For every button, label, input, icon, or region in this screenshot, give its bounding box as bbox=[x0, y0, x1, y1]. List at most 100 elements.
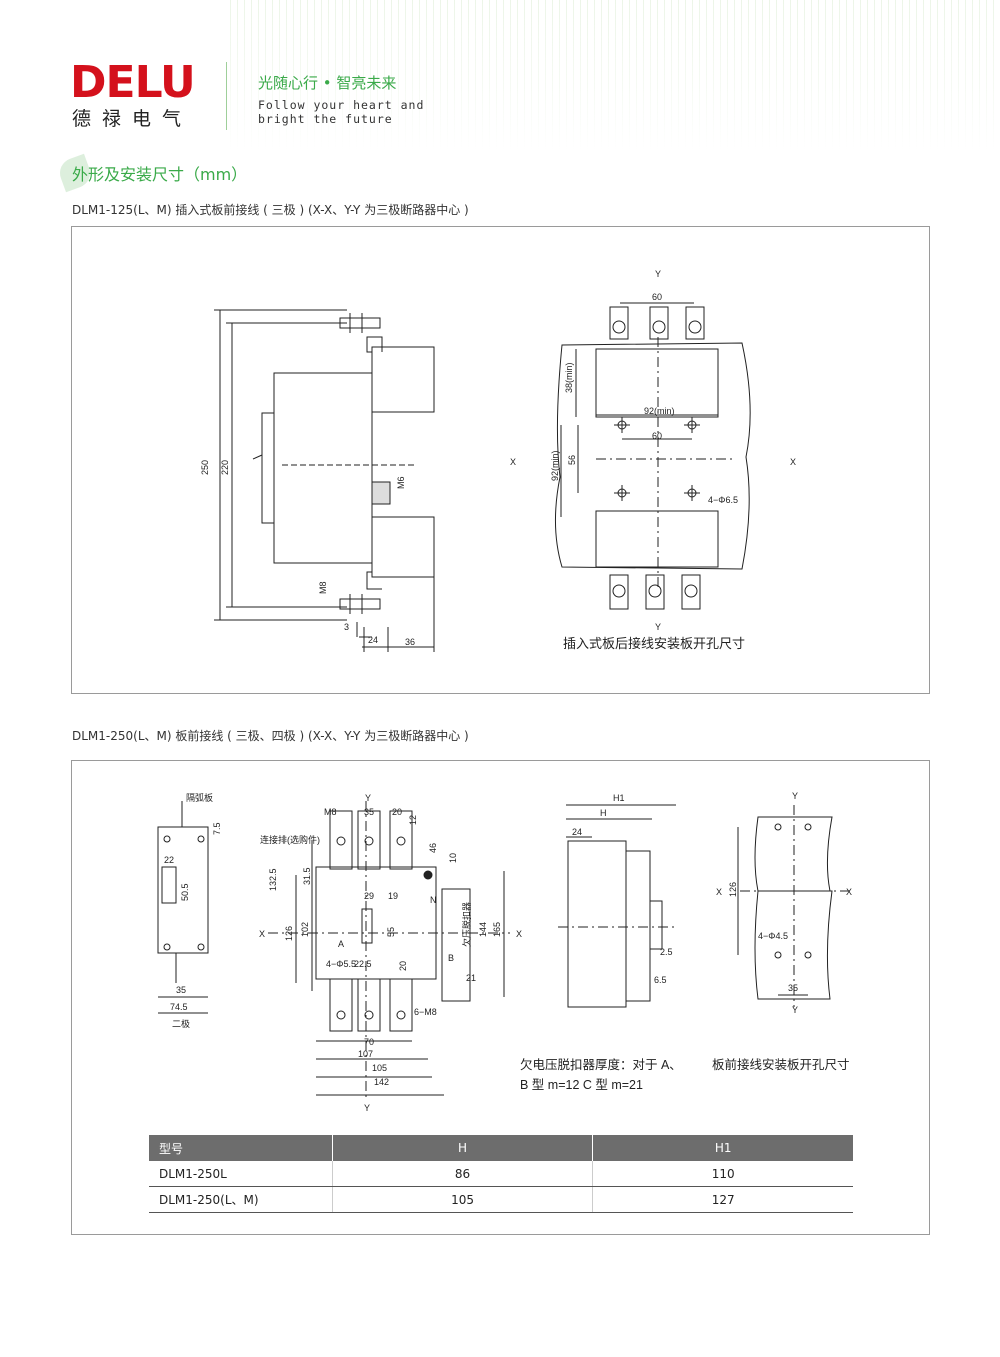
label-arc-plate: 隔弧板 bbox=[186, 792, 213, 803]
dim-4-phi65: 4−Φ6.5 bbox=[708, 495, 738, 505]
dim-165: 165 bbox=[492, 922, 502, 937]
label-n: N bbox=[430, 895, 437, 905]
dim-20-top: 20 bbox=[392, 807, 402, 817]
note-line-1: 欠电压脱扣器厚度：对于 A、 bbox=[520, 1057, 682, 1072]
dim-126: 126 bbox=[284, 926, 294, 941]
dim-35-cutout: 35 bbox=[788, 983, 798, 993]
dim-60-top: 60 bbox=[652, 292, 662, 302]
axis-x-front-right: X bbox=[516, 929, 522, 939]
axis-y-front-top: Y bbox=[365, 793, 371, 803]
dim-2-5: 2.5 bbox=[660, 947, 673, 957]
dim-36: 36 bbox=[405, 637, 415, 647]
slogan-cn: 光随心行 • 智亮未来 bbox=[258, 74, 397, 92]
label-m8: M8 bbox=[324, 807, 337, 817]
dim-92min-h: 92(min) bbox=[644, 406, 675, 416]
dim-126-cutout: 126 bbox=[728, 882, 738, 897]
table-cell-h1: 127 bbox=[592, 1186, 853, 1213]
dim-220: 220 bbox=[220, 460, 230, 475]
label-a: A bbox=[338, 939, 344, 949]
table-header-h1: H1 bbox=[592, 1135, 853, 1161]
label-6-m8: 6−M8 bbox=[414, 1007, 437, 1017]
axis-y-cutout-bottom: Y bbox=[792, 1005, 798, 1015]
dim-107: 107 bbox=[358, 1049, 373, 1059]
figure1-caption: DLM1-125(L、M) 插入式板前接线 ( 三极 ) (X-X、Y-Y 为三… bbox=[72, 203, 469, 217]
table-cell-model: DLM1-250(L、M) bbox=[149, 1186, 333, 1213]
dim-h1: H1 bbox=[613, 793, 625, 803]
dim-38min: 38(min) bbox=[564, 362, 574, 393]
figure2-panel: 隔弧板 7.5 22 50.5 35 74.5 二极 M8 连接排(选购件) A… bbox=[71, 760, 930, 1235]
label-two-pole: 二极 bbox=[172, 1018, 190, 1029]
dim-7-5: 7.5 bbox=[212, 822, 222, 835]
dim-60-mid: 60 bbox=[652, 431, 662, 441]
label-undervoltage: 欠压脱扣器 bbox=[461, 902, 472, 947]
header-decoration bbox=[230, 0, 1000, 150]
dim-24: 24 bbox=[368, 635, 378, 645]
dim-10: 10 bbox=[448, 853, 458, 863]
dim-3: 3 bbox=[344, 622, 349, 632]
figure2-drawing: 隔弧板 7.5 22 50.5 35 74.5 二极 M8 连接排(选购件) A… bbox=[157, 791, 852, 1113]
breaker-body bbox=[273, 372, 373, 564]
dim-132-5: 132.5 bbox=[268, 868, 278, 891]
dim-142: 142 bbox=[374, 1077, 389, 1087]
dim-29: 29 bbox=[364, 891, 374, 901]
dim-74-5: 74.5 bbox=[170, 1002, 188, 1012]
dim-12: 12 bbox=[408, 815, 418, 825]
dim-m8: M8 bbox=[318, 581, 328, 594]
dim-20-bottom: 20 bbox=[398, 961, 408, 971]
label-connection-bar: 连接排(选购件) bbox=[260, 834, 320, 845]
slogan-en-line-2: bright the future bbox=[258, 112, 393, 126]
table-cell-h1: 110 bbox=[592, 1161, 853, 1187]
dim-24: 24 bbox=[572, 827, 582, 837]
dim-105: 105 bbox=[372, 1063, 387, 1073]
dim-19: 19 bbox=[388, 891, 398, 901]
dim-22: 22 bbox=[164, 855, 174, 865]
axis-x-left: X bbox=[510, 457, 516, 467]
dim-92min-v: 92(min) bbox=[550, 450, 560, 481]
table-header-row: 型号 H H1 bbox=[149, 1135, 853, 1161]
table-cell-h: 86 bbox=[331, 1161, 593, 1187]
table-row: DLM1-250L 86 110 bbox=[149, 1161, 853, 1187]
axis-x-cutout-right: X bbox=[846, 887, 852, 897]
table-header-model: 型号 bbox=[149, 1135, 333, 1161]
dim-6-5: 6.5 bbox=[654, 975, 667, 985]
dim-102: 102 bbox=[300, 922, 310, 937]
label-b: B bbox=[448, 953, 454, 963]
dim-55: 55 bbox=[386, 927, 396, 937]
table-header-h: H bbox=[331, 1135, 593, 1161]
dim-144: 144 bbox=[478, 922, 488, 937]
dim-h: H bbox=[600, 808, 607, 818]
spec-table: 型号 H H1 DLM1-250L 86 110 DLM1-250(L、M) 1… bbox=[149, 1135, 853, 1213]
axis-x-cutout-left: X bbox=[716, 887, 722, 897]
dim-70: 70 bbox=[364, 1037, 374, 1047]
note-line-2: B 型 m=12 C 型 m=21 bbox=[520, 1078, 643, 1092]
axis-x-right: X bbox=[790, 457, 796, 467]
dim-21: 21 bbox=[466, 973, 476, 983]
table-cell-model: DLM1-250L bbox=[149, 1161, 333, 1187]
axis-y-cutout-top: Y bbox=[792, 791, 798, 801]
dim-56: 56 bbox=[567, 455, 577, 465]
label-4-phi5-5: 4−Φ5.5 bbox=[326, 959, 356, 969]
axis-y-front-bottom: Y bbox=[364, 1103, 370, 1113]
dim-35-two-pole: 35 bbox=[176, 985, 186, 995]
brand-name-cn: 德禄电气 bbox=[72, 108, 193, 130]
axis-y-bottom: Y bbox=[655, 622, 661, 632]
dim-31-5: 31.5 bbox=[302, 867, 312, 885]
figure1-panel: 250 220 M6 M8 3 24 36 Y Y X X 60 38(min)… bbox=[71, 226, 930, 694]
cutout-caption: 插入式板后接线安装板开孔尺寸 bbox=[563, 636, 745, 651]
slogan-en-line-1: Follow your heart and bbox=[258, 98, 425, 112]
dim-m6: M6 bbox=[396, 476, 406, 489]
dim-50-5: 50.5 bbox=[180, 883, 190, 901]
figure2-caption: DLM1-250(L、M) 板前接线 ( 三极、四极 ) (X-X、Y-Y 为三… bbox=[72, 729, 469, 743]
dim-35: 35 bbox=[364, 807, 374, 817]
table-row: DLM1-250(L、M) 105 127 bbox=[149, 1186, 853, 1213]
dim-46: 46 bbox=[428, 843, 438, 853]
figure1-drawing: 250 220 M6 M8 3 24 36 Y Y X X 60 38(min)… bbox=[200, 269, 796, 652]
brand-logo: DELU bbox=[70, 57, 196, 108]
axis-x-front-left: X bbox=[259, 929, 265, 939]
table-cell-h: 105 bbox=[331, 1186, 593, 1213]
dim-22-5: 22.5 bbox=[354, 959, 372, 969]
section-title: 外形及安装尺寸（mm） bbox=[72, 165, 248, 184]
axis-y-top: Y bbox=[655, 269, 661, 279]
cutout-caption-2: 板前接线安装板开孔尺寸 bbox=[712, 1057, 850, 1072]
slogan-en: Follow your heart and bright the future bbox=[258, 98, 458, 130]
